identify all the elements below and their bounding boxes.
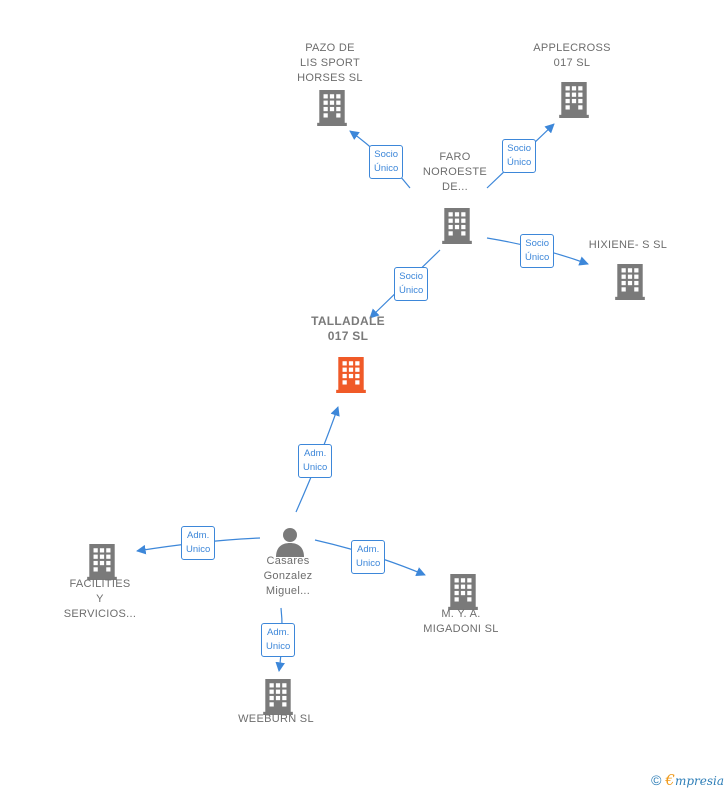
applecross-building-icon[interactable] [559, 82, 589, 118]
facilities-building-icon[interactable] [87, 544, 117, 580]
mya-node-label[interactable]: M. Y. A. MIGADONI SL [423, 608, 499, 635]
edge-label-casares-to-talladale[interactable]: Adm. Unico [298, 444, 333, 478]
faro-building-icon[interactable] [442, 208, 472, 244]
edge-label-faro-to-talladale[interactable]: Socio Único [394, 267, 429, 301]
edge-label-casares-to-facilities[interactable]: Adm. Unico [181, 526, 216, 560]
hixiene-building-icon[interactable] [615, 264, 645, 300]
brand-logo: €mpresia [665, 771, 724, 789]
facilities-node-label[interactable]: FACILITIES Y SERVICIOS... [63, 578, 137, 620]
hixiene-node-label[interactable]: HIXIENE- S SL [588, 239, 668, 251]
weeburn-node-label[interactable]: WEEBURN SL [238, 713, 314, 725]
edge-label-faro-to-pazo[interactable]: Socio Único [369, 145, 404, 179]
casares-node-label[interactable]: Casares Gonzalez Miguel... [263, 555, 313, 597]
talladale-building-icon[interactable] [336, 357, 366, 393]
faro-node-label[interactable]: FARO NOROESTE DE... [422, 151, 488, 193]
talladale-node-label[interactable]: TALLADALE 017 SL [311, 314, 385, 343]
edge-label-casares-to-mya[interactable]: Adm. Unico [351, 540, 386, 574]
edge-label-faro-to-applecross[interactable]: Socio Único [502, 139, 537, 173]
casares-person-icon[interactable] [276, 528, 304, 557]
weeburn-building-icon[interactable] [263, 679, 293, 715]
pazo-node-label[interactable]: PAZO DE LIS SPORT HORSES SL [297, 42, 363, 84]
pazo-building-icon[interactable] [317, 90, 347, 126]
applecross-node-label[interactable]: APPLECROSS 017 SL [533, 42, 611, 69]
footer-brand: ©€mpresia [651, 771, 724, 789]
edge-label-casares-to-weeburn[interactable]: Adm. Unico [261, 623, 296, 657]
mya-building-icon[interactable] [448, 574, 478, 610]
copyright-symbol: © [651, 772, 662, 788]
edge-label-faro-to-hixiene[interactable]: Socio Único [520, 234, 555, 268]
